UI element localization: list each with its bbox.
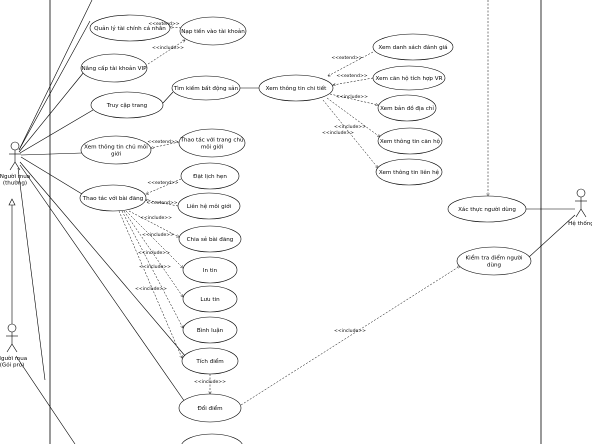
use-case-vr: Xem căn hộ tích hợp VR xyxy=(372,65,446,91)
actor-buyer: Người mua(thường) xyxy=(0,141,30,187)
use-case-label: Quản lý tài chính cá nhân xyxy=(94,25,166,32)
include-label: <<include>> xyxy=(334,328,366,334)
use-case-label: dùng xyxy=(487,262,502,269)
association-lines xyxy=(15,0,576,444)
use-case-label: Đổi điểm xyxy=(197,405,222,412)
actor-label: Người mua xyxy=(0,355,27,362)
use-case-label: In tin xyxy=(203,268,218,274)
include-label: <<include>> xyxy=(140,215,172,221)
include-label: <<include>> xyxy=(138,250,170,256)
include-label: <<include>> xyxy=(336,94,368,100)
use-case-label: Xem danh sách đánh giá xyxy=(378,44,447,51)
actor-label: Hệ thống xyxy=(568,220,592,227)
extend-label: <<extend>> xyxy=(147,180,178,186)
use-case-post: Thao tác với bài đăng xyxy=(79,184,147,212)
use-case-points: Tích điểm xyxy=(181,347,239,375)
use-case-label: Thao tác với bài đăng xyxy=(82,195,144,202)
use-case-contact: Xem thông tin liên hệ xyxy=(375,158,443,186)
use-case-label: giới xyxy=(111,151,122,158)
use-case-comment: Bình luận xyxy=(182,316,238,344)
use-case-appt: Đặt lịch hẹn xyxy=(180,162,240,190)
use-case-apt: Xem thông tin căn hộ xyxy=(377,127,443,155)
use-case-label: môi giới xyxy=(201,144,224,151)
use-case-label: Chia sẻ bài đăng xyxy=(187,236,234,243)
include-label: <<include>> xyxy=(135,286,167,292)
use-case-label: Xem thông tin chủ môi xyxy=(84,144,148,151)
extend-label: <<extend>> xyxy=(146,200,177,206)
actor-label: (Gói pro) xyxy=(0,362,24,369)
include-label: <<include>> xyxy=(139,264,171,270)
use-case-topup: Nạp tiền vào tài khoản xyxy=(179,16,247,46)
use-case-vip: Nâng cấp tài khoản VIP xyxy=(80,53,148,83)
use-case-label: Xem thông tin liên hệ xyxy=(379,169,440,176)
extend-label: <<extend>> xyxy=(147,139,178,145)
use-case-label: Liên hệ môi giới xyxy=(187,203,232,210)
extend-label: <<extend>> xyxy=(148,21,179,27)
use-case-save: Lưu tin xyxy=(182,285,238,313)
use-case-label: Tìm kiếm bất động sản xyxy=(173,85,239,92)
use-case-label: Thao tác với trang chủ xyxy=(179,137,244,144)
use-case-partial xyxy=(181,433,243,444)
use-case-label: Bình luận xyxy=(197,327,224,334)
use-case-print: In tin xyxy=(182,256,238,284)
include-label: <<include>> xyxy=(322,130,354,136)
use-case-label: Xem thông tin chi tiết xyxy=(266,85,327,92)
use-case-label: Lưu tin xyxy=(200,297,220,303)
use-case-label: Nâng cấp tài khoản VIP xyxy=(81,65,147,72)
system-boundary xyxy=(49,0,542,444)
use-case-callbroker: Liên hệ môi giới xyxy=(177,192,241,220)
use-case-label: Xem bản đồ địa chỉ xyxy=(380,104,434,112)
use-case-finance: Quản lý tài chính cá nhân xyxy=(89,14,171,42)
dependency-lines xyxy=(118,0,488,406)
include-label: <<include>> xyxy=(194,379,226,385)
use-case-share: Chia sẻ bài đăng xyxy=(178,225,242,253)
use-case-redeem: Đổi điểm xyxy=(178,393,242,423)
use-case-label: Kiểm tra điểm người xyxy=(466,255,523,262)
include-label: <<include>> xyxy=(152,45,184,51)
use-case-label: Tích điểm xyxy=(195,358,223,365)
extend-label: <<extend>> xyxy=(331,55,362,61)
actor-system: Hệ thống xyxy=(568,188,592,227)
use-case-label: Xem căn hộ tích hợp VR xyxy=(376,75,443,82)
actor-vip: Người mua(Gói pro) xyxy=(0,323,27,369)
use-case-label: Truy cập trang xyxy=(106,102,148,109)
actor-label: Người mua xyxy=(0,173,30,180)
use-case-label: Đặt lịch hẹn xyxy=(193,174,227,180)
actor-label: (thường) xyxy=(3,180,27,187)
use-case-auth: Xác thực người dùng xyxy=(447,195,527,223)
use-case-label: Xem thông tin căn hộ xyxy=(380,138,441,145)
use-case-search: Tìm kiếm bất động sản xyxy=(171,75,241,101)
use-case-detail: Xem thông tin chi tiết xyxy=(258,74,334,102)
generalization-arrow xyxy=(8,198,16,329)
use-case-label: Xác thực người dùng xyxy=(458,206,516,213)
include-label: <<include>> xyxy=(334,124,366,130)
include-label: <<include>> xyxy=(142,232,174,238)
extend-label: <<extend>> xyxy=(336,73,367,79)
use-case-review: Xem danh sách đánh giá xyxy=(372,33,454,61)
use-case-access: Truy cập trang xyxy=(90,91,164,119)
use-case-label: Nạp tiền vào tài khoản xyxy=(181,27,245,35)
use-case-map: Xem bản đồ địa chỉ xyxy=(377,94,437,122)
